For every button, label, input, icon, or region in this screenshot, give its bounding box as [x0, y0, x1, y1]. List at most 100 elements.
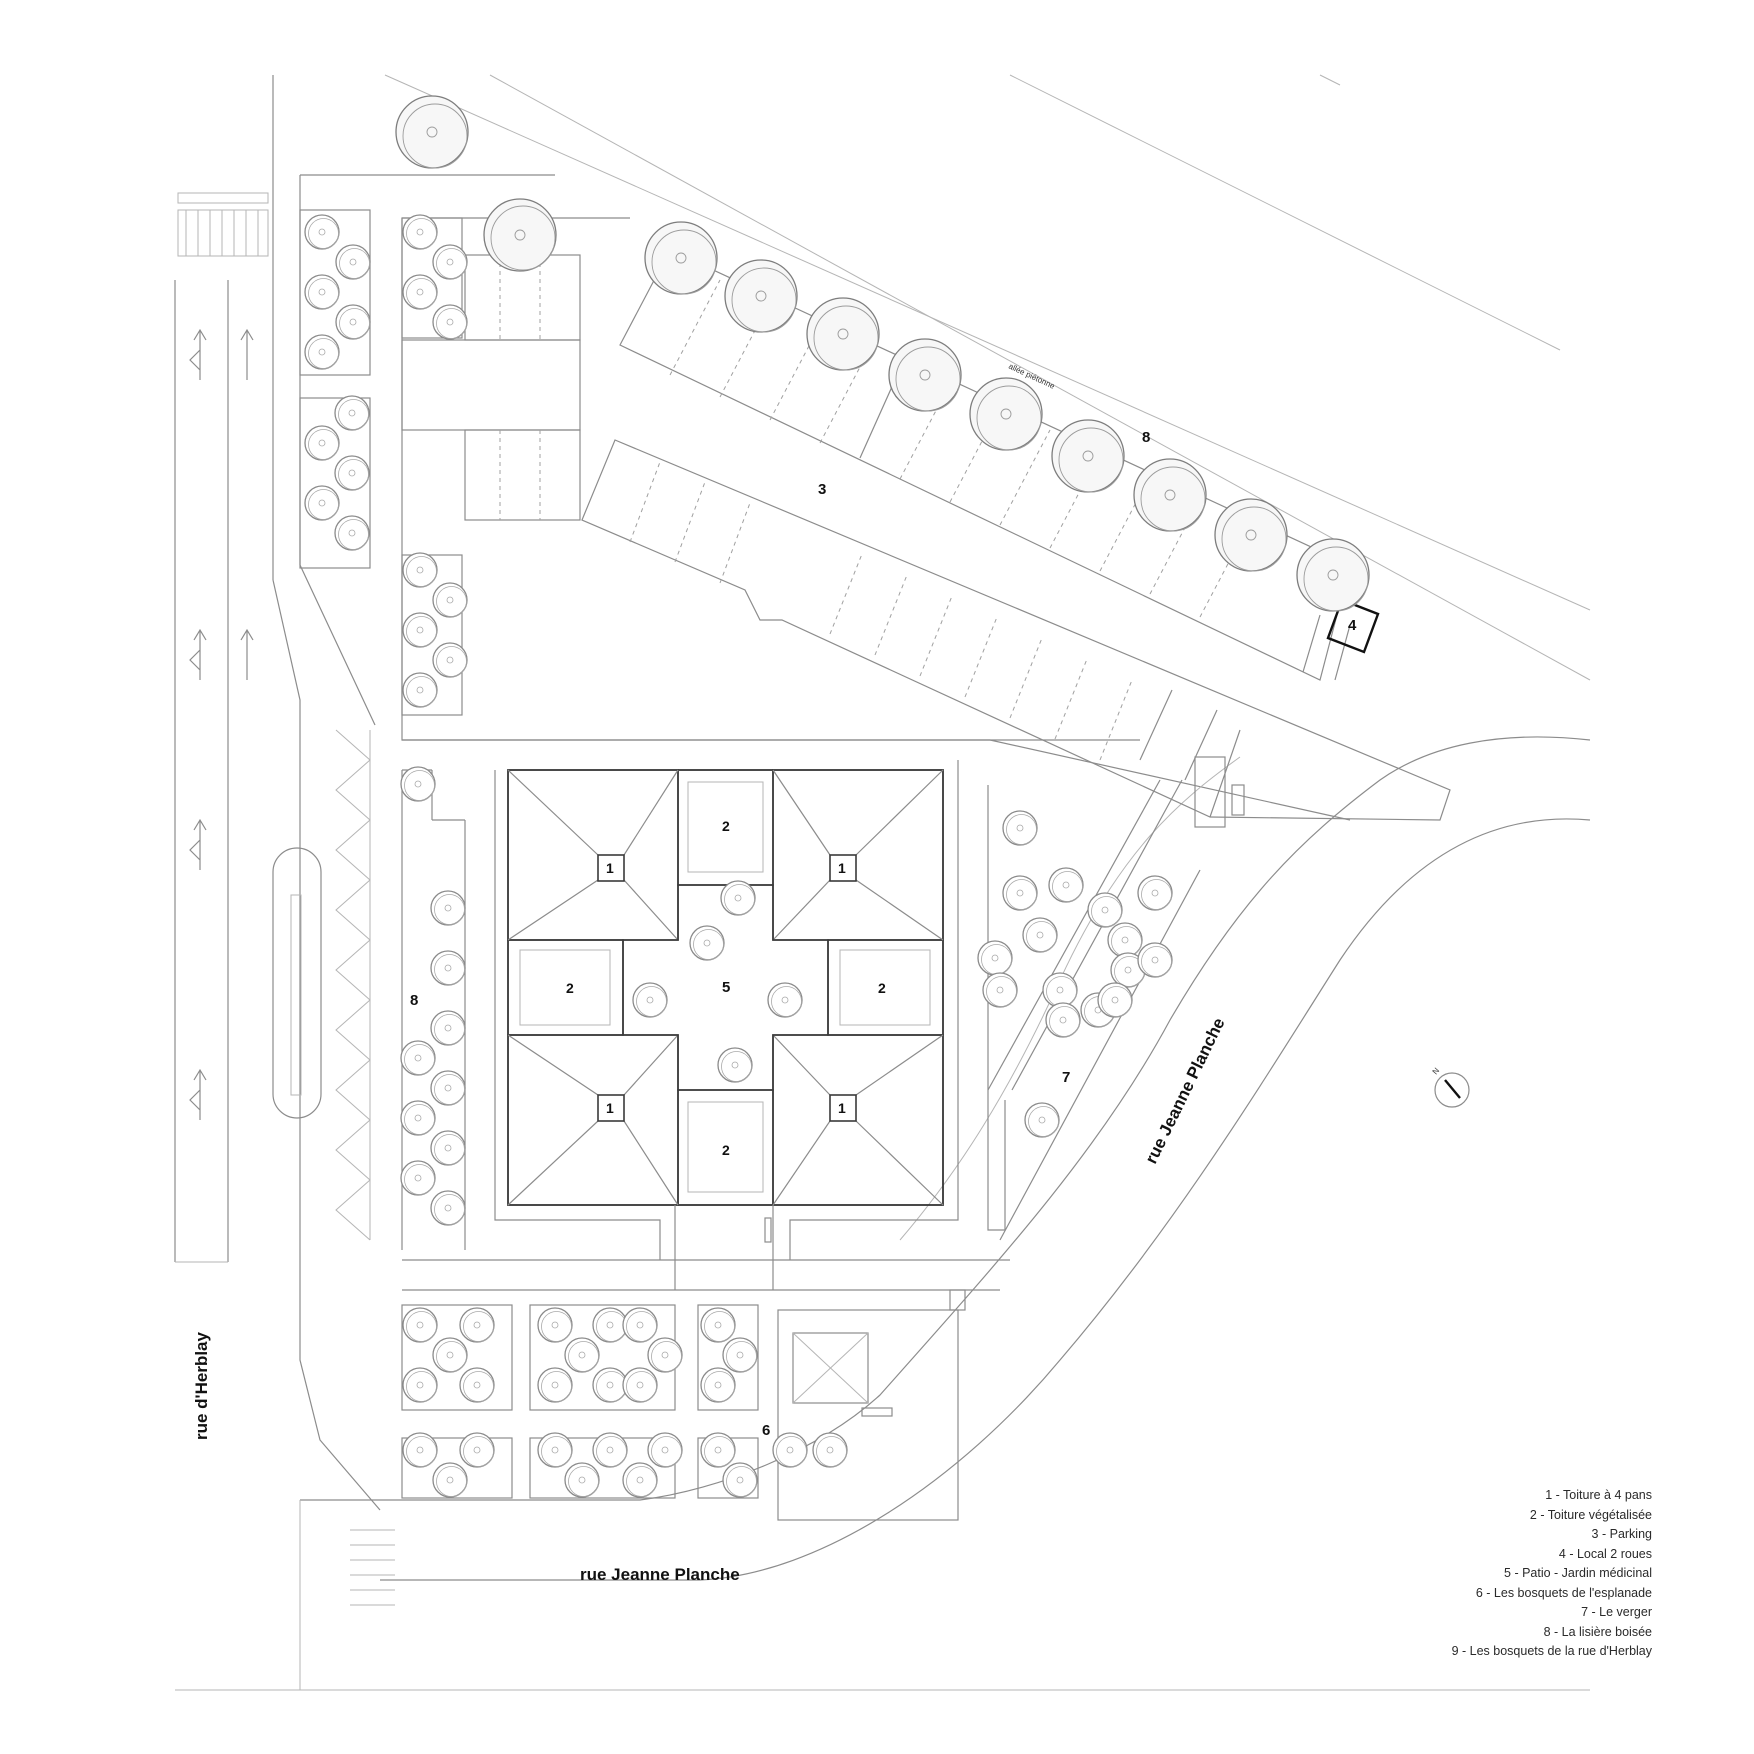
tree-icon: [432, 244, 468, 280]
roof-label-hip-ne: 1: [838, 860, 846, 876]
zone-label-bike-shed: 4: [1348, 617, 1357, 634]
zone-label-parking: 3: [818, 481, 826, 498]
tree-icon: [400, 1100, 436, 1136]
tree-icon: [430, 890, 466, 926]
tree-icon: [812, 1432, 848, 1468]
tree-icon: [1002, 810, 1038, 846]
tree-icon: [720, 880, 756, 916]
roof-label-green-s: 2: [722, 1142, 730, 1158]
tree-icon: [1045, 1002, 1081, 1038]
hip-roof-se: [772, 1034, 944, 1206]
legend-item: 9 - Les bosquets de la rue d'Herblay: [1451, 1644, 1652, 1658]
tree-icon: [632, 982, 668, 1018]
tree-icon: [700, 1432, 736, 1468]
tree-icon: [304, 334, 340, 370]
tree-icon: [402, 552, 438, 588]
tree-icon: [1042, 972, 1078, 1008]
zone-label-esplanade: 6: [762, 1422, 770, 1439]
zigzag-hedge: [335, 729, 371, 1241]
roof-label-hip-sw: 1: [606, 1100, 614, 1116]
tree-icon: [402, 214, 438, 250]
tree-icon: [335, 244, 371, 280]
tree-icon: [1048, 867, 1084, 903]
tree-icon: [592, 1432, 628, 1468]
north-label: N: [1431, 1066, 1442, 1076]
north-diagonal-roads: [384, 74, 1591, 681]
hip-roof-sw: [507, 1034, 679, 1206]
tree-icon: [622, 1462, 658, 1498]
tree-icon: [977, 940, 1013, 976]
roof-label-green-n: 2: [722, 818, 730, 834]
tree-icon: [432, 1337, 468, 1373]
tree-icon: [537, 1432, 573, 1468]
tree-icon: [304, 274, 340, 310]
tree-icon: [335, 304, 371, 340]
tree-icon: [717, 1047, 753, 1083]
tree-icon: [647, 1337, 683, 1373]
tree-icon: [564, 1337, 600, 1373]
tree-icon: [700, 1307, 736, 1343]
tree-icon: [1107, 922, 1143, 958]
legend-item: 8 - La lisière boisée: [1543, 1624, 1652, 1639]
rue-jeanne-planche-east: [175, 736, 1591, 1691]
roof-label-green-e: 2: [878, 980, 886, 996]
tree-icon: [459, 1432, 495, 1468]
tree-icon: [459, 1307, 495, 1343]
legend-item: 2 - Toiture végétalisée: [1529, 1507, 1652, 1522]
tree-icon: [564, 1462, 600, 1498]
tree-icon: [402, 1432, 438, 1468]
hip-roof-nw: [507, 769, 679, 941]
tree-icon: [722, 1462, 758, 1498]
parking-area: [401, 249, 1451, 821]
tree-icon: [1137, 942, 1173, 978]
tree-icon: [400, 766, 436, 802]
zone-label-woodland-north: 8: [1142, 429, 1150, 446]
tree-icon: [304, 425, 340, 461]
zone-label-woodland-west: 8: [410, 992, 418, 1009]
crosswalk-south: [350, 1529, 395, 1606]
tree-icon: [432, 642, 468, 678]
north-arrow-icon: N: [1431, 1066, 1470, 1108]
tree-icon: [689, 925, 725, 961]
tree-icon: [432, 1462, 468, 1498]
tree-icon: [537, 1367, 573, 1403]
tree-icon: [402, 612, 438, 648]
tree-icon: [402, 1307, 438, 1343]
tree-icon: [400, 1040, 436, 1076]
street-label-jeanne-planche-south: rue Jeanne Planche: [580, 1565, 740, 1584]
tree-icon: [402, 274, 438, 310]
tree-icon: [1087, 892, 1123, 928]
tree-icon: [304, 214, 340, 250]
legend: 1 - Toiture à 4 pans 2 - Toiture végétal…: [1400, 1486, 1652, 1662]
tree-icon: [1110, 952, 1146, 988]
legend-item: 5 - Patio - Jardin médicinal: [1504, 1566, 1652, 1580]
tree-icon: [982, 972, 1018, 1008]
tree-icon: [1024, 1102, 1060, 1138]
bike-shed: [1302, 598, 1380, 681]
tree-icon: [1097, 982, 1133, 1018]
tree-icon: [334, 395, 370, 431]
small-trees: [304, 214, 1173, 1498]
lane-arrows: [189, 328, 254, 1120]
street-label-herblay: rue d'Herblay: [192, 1331, 211, 1440]
zone-label-orchard: 7: [1062, 1069, 1070, 1086]
tree-icon: [402, 1367, 438, 1403]
tree-icon: [592, 1367, 628, 1403]
tree-icon: [722, 1337, 758, 1373]
roof-label-hip-nw: 1: [606, 860, 614, 876]
tree-icon: [647, 1432, 683, 1468]
tree-icon: [430, 1010, 466, 1046]
tree-icon: [1137, 875, 1173, 911]
tree-icon: [459, 1367, 495, 1403]
tree-icon: [402, 672, 438, 708]
tree-icon: [430, 1190, 466, 1226]
tree-icon: [1002, 875, 1038, 911]
tree-icon: [432, 582, 468, 618]
tree-icon: [622, 1367, 658, 1403]
building: [507, 769, 944, 1206]
legend-item: 7 - Le verger: [1581, 1605, 1652, 1619]
tree-icon: [767, 982, 803, 1018]
building-paths: [401, 756, 1245, 1311]
tree-icon: [304, 485, 340, 521]
